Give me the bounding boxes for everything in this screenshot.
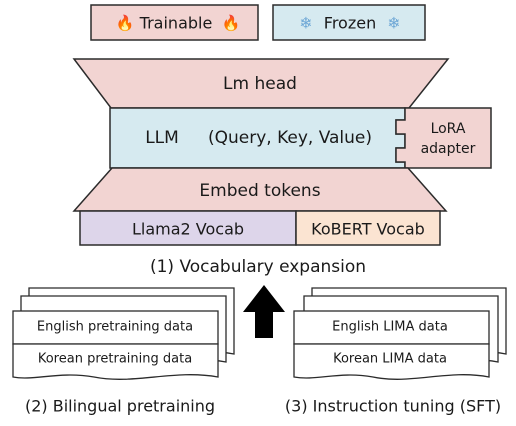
kobert-vocab-label: KoBERT Vocab: [311, 220, 425, 239]
legend-trainable-fire-icon-left: 🔥: [116, 14, 135, 32]
legend-trainable-label: Trainable: [139, 14, 213, 33]
pretraining-data-stack: English pretraining data Korean pretrain…: [12, 287, 235, 380]
sft-doc-front-top: [293, 310, 490, 345]
korean-pretraining-data-label: Korean pretraining data: [38, 352, 192, 367]
legend-frozen-snowflake-icon-right: ❄: [387, 14, 400, 33]
legend-trainable-fire-icon-right: 🔥: [222, 14, 241, 32]
legend-frozen-box: [272, 4, 426, 41]
lora-adapter-label-line2: adapter: [421, 141, 476, 157]
english-lima-data-label: English LIMA data: [332, 320, 448, 335]
sft-doc-front-bottom: [293, 343, 490, 380]
llm-detail-label: (Query, Key, Value): [208, 128, 372, 148]
embed-tokens-block: [72, 167, 448, 212]
stage2-caption: (2) Bilingual pretraining: [25, 397, 215, 416]
lora-adapter-block: [395, 107, 492, 169]
stage3-caption: (3) Instruction tuning (SFT): [285, 397, 501, 416]
lm-head-label: Lm head: [223, 74, 297, 94]
up-arrow-icon: [243, 285, 285, 338]
llama2-vocab-label: Llama2 Vocab: [132, 220, 244, 239]
english-pretraining-data-label: English pretraining data: [37, 320, 193, 335]
lora-adapter-label-line1: LoRA: [431, 121, 466, 137]
sft-data-stack: English LIMA data Korean LIMA data: [293, 287, 507, 380]
stage1-caption: (1) Vocabulary expansion: [150, 257, 366, 277]
pretraining-doc-front-bottom: [12, 343, 219, 380]
legend-trainable-box: [90, 4, 259, 41]
legend: 🔥 Trainable 🔥 ❄ Frozen ❄: [90, 4, 426, 41]
pretraining-doc-front-top: [12, 310, 219, 345]
legend-frozen-label: Frozen: [324, 14, 376, 33]
korean-lima-data-label: Korean LIMA data: [333, 352, 447, 367]
legend-frozen-snowflake-icon-left: ❄: [299, 14, 312, 33]
embed-tokens-label: Embed tokens: [199, 181, 320, 201]
kobert-vocab-block: [295, 210, 441, 246]
llm-label: LLM: [145, 128, 179, 148]
